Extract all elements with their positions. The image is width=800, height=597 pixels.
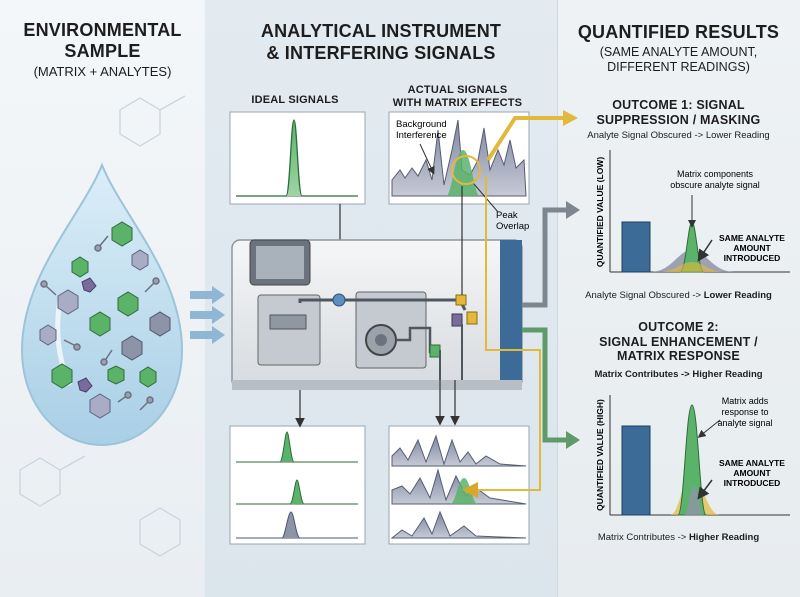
actual-signals-label-line1: ACTUAL SIGNALS (407, 84, 508, 96)
outcome1-title: OUTCOME 1: SIGNAL SUPPRESSION / MASKING (557, 98, 800, 128)
input-arrows (190, 286, 225, 344)
actual-stacked-charts (388, 425, 530, 545)
outcome2-chart (609, 395, 790, 516)
analyte-molecules (51, 221, 157, 389)
outcome2-footer: Matrix Contributes -> Higher Reading (557, 532, 800, 543)
results-panel (557, 0, 800, 597)
instrument-to-bottom-lines (295, 380, 460, 428)
outcome2-desc: Matrix Contributes -> Higher Reading (594, 369, 763, 380)
results-subtitle-line1: (SAME ANALYTE AMOUNT, (599, 45, 758, 59)
background-molecules (19, 95, 186, 557)
sample-title-line1: ENVIRONMENTAL (23, 20, 182, 40)
sample-title-line2: SAMPLE (64, 41, 141, 61)
instrument-title-line2: & INTERFERING SIGNALS (266, 43, 496, 63)
green-arrow-to-outcome2 (522, 327, 568, 443)
bg-interference-pointer (419, 143, 435, 175)
instrument (231, 239, 523, 390)
gold-arrowhead-top (563, 110, 578, 126)
gold-feedback-arrow (462, 312, 541, 498)
outcome2-ylabel: QUANTIFIED VALUE (HIGH) (595, 399, 605, 511)
gold-flow-arrow-top (486, 116, 565, 162)
outcome2-title-line1: OUTCOME 2: (638, 320, 719, 334)
outcome1-footer-prefix: Analyte Signal Obscured -> (585, 290, 704, 301)
outcome1-footer-bold: Lower Reading (703, 290, 772, 301)
outcome2-title: OUTCOME 2: SIGNAL ENHANCEMENT / MATRIX R… (557, 320, 800, 364)
sample-title: ENVIRONMENTAL SAMPLE (0, 20, 205, 62)
actual-signals-label: ACTUAL SIGNALS WITH MATRIX EFFECTS (385, 84, 530, 110)
actual-signal-chart (388, 111, 530, 205)
outcome1-title-line1: OUTCOME 1: SIGNAL (612, 98, 745, 112)
outcome2-footer-prefix: Matrix Contributes -> (597, 532, 689, 543)
outcome2-title-line2: SIGNAL ENHANCEMENT / (599, 334, 758, 349)
outcome1-footer: Analyte Signal Obscured -> Lower Reading (557, 290, 800, 301)
results-subtitle: (SAME ANALYTE AMOUNT, DIFFERENT READINGS… (557, 45, 800, 75)
outcome2-footer-bold: Higher Reading (688, 532, 760, 543)
ideal-signal-chart (229, 111, 366, 306)
instrument-title-line1: ANALYTICAL INSTRUMENT (260, 21, 502, 41)
results-title: QUANTIFIED RESULTS (577, 22, 780, 42)
actual-signals-label-line2: WITH MATRIX EFFECTS (392, 97, 523, 109)
outcome1-title-line2: SUPPRESSION / MASKING (596, 113, 761, 127)
instrument-title: ANALYTICAL INSTRUMENT & INTERFERING SIGN… (205, 20, 557, 64)
results-subtitle-line2: DIFFERENT READINGS) (607, 60, 750, 74)
outcome1-ylabel: QUANTIFIED VALUE (LOW) (595, 157, 605, 267)
gray-arrowhead (566, 201, 580, 219)
outcome2-title-line3: MATRIX RESPONSE (617, 349, 740, 363)
ideal-stacked-charts (229, 425, 366, 545)
sample-subtitle: (MATRIX + ANALYTES) (33, 64, 172, 79)
ideal-signals-label: IDEAL SIGNALS (251, 94, 339, 106)
molecule-bonds (40, 235, 160, 411)
gray-arrow-to-outcome1 (522, 207, 568, 308)
matrix-molecules (39, 249, 171, 419)
outcome1-desc: Analyte Signal Obscured -> Lower Reading (587, 130, 770, 141)
outcome1-chart (609, 150, 790, 273)
green-arrowhead (566, 431, 580, 449)
